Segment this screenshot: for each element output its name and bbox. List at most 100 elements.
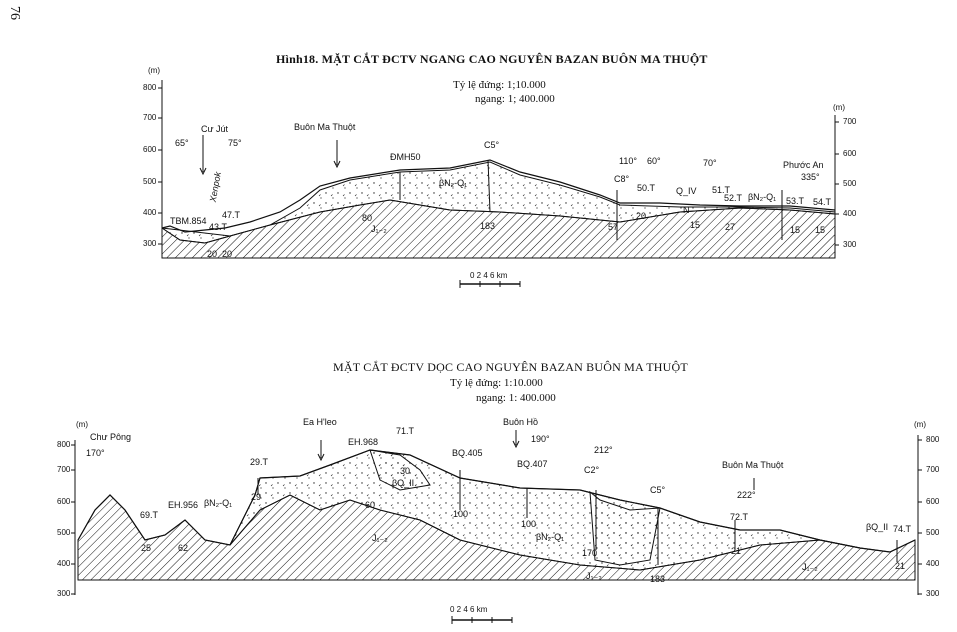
s1-left-tick: 500 <box>143 177 157 186</box>
s2-place-chu-pong: Chư Pông <box>90 432 132 442</box>
s1-label-20a: 20 <box>207 249 218 259</box>
s1-right-tick: 500 <box>843 179 857 188</box>
s1-right-tick: 700 <box>843 117 857 126</box>
s2-label-bq407: BQ.407 <box>517 459 548 469</box>
s2-dip-222: 222° <box>737 490 756 500</box>
section1-title: Hình18. MẶT CẮT ĐCTV NGANG CAO NGUYÊN BA… <box>276 52 708 66</box>
s1-label-51t: 51.T <box>712 185 731 195</box>
s1-label-15c: 15 <box>815 225 826 235</box>
s2-label-j12: J₁₋₂ <box>372 533 388 543</box>
s2-label-c5: C5° <box>650 485 666 495</box>
s1-dip-60: 60° <box>647 156 661 166</box>
s2-left-tick: 600 <box>57 497 71 506</box>
s2-label-c2: C2° <box>584 465 600 475</box>
s1-label-47t: 47.T <box>222 210 241 220</box>
s1-label-183: 183 <box>480 221 496 231</box>
s2-label-183: 183 <box>650 574 666 584</box>
s2-label-100b: 100 <box>521 519 537 529</box>
s2-right-tick: 300 <box>926 589 940 598</box>
s2-place-buon-ho: Buôn Hồ <box>503 417 539 427</box>
s2-label-eh956: EH.956 <box>168 500 199 510</box>
s1-label-43t: 43.T <box>209 222 228 232</box>
s1-right-tick: 300 <box>843 240 857 249</box>
s2-label-60: 60 <box>365 500 376 510</box>
s2-label-bq2: βQ_II <box>392 478 415 488</box>
section1-scale-vertical: Tỷ lệ đứng: 1;10.000 <box>453 79 546 91</box>
s2-place-bmt: Buôn Ma Thuột <box>722 460 784 470</box>
s2-label-j12b: J₁₋₂ <box>586 571 602 581</box>
section2-diagram <box>71 430 922 624</box>
s2-left-tick: 800 <box>57 440 71 449</box>
s2-dip-212: 212° <box>594 445 613 455</box>
s1-unit-left: (m) <box>148 66 160 75</box>
s2-dip-190: 190° <box>531 434 550 444</box>
s2-label-72t: 72.T <box>730 512 749 522</box>
section2-scale-horizontal: ngang: 1: 400.000 <box>476 392 556 404</box>
s2-label-21b: 21 <box>895 561 906 571</box>
s1-label-20c: 20 <box>636 211 647 221</box>
s1-place-bmt: Buôn Ma Thuột <box>294 122 356 132</box>
s1-label-80: 80 <box>362 213 373 223</box>
s2-label-71t: 71.T <box>396 426 415 436</box>
s2-label-bq405: BQ.405 <box>452 448 483 458</box>
s2-left-tick: 500 <box>57 528 71 537</box>
s1-unit-right: (m) <box>833 103 845 112</box>
s1-label-57: 57 <box>608 222 619 232</box>
s1-left-tick: 300 <box>143 239 157 248</box>
s1-left-tick: 600 <box>143 145 157 154</box>
s2-label-170: 170 <box>582 548 598 558</box>
s2-label-69t: 69.T <box>140 510 159 520</box>
s1-right-tick: 600 <box>843 149 857 158</box>
s1-dip-335: 335° <box>801 172 820 182</box>
s1-left-tick: 800 <box>143 83 157 92</box>
s1-label-50t: 50.T <box>637 183 656 193</box>
s2-right-tick: 400 <box>926 559 940 568</box>
s1-label-52t: 52.T <box>724 193 743 203</box>
s2-label-25: 25 <box>141 543 152 553</box>
s2-label-21: 21 <box>731 546 742 556</box>
s2-right-tick: 800 <box>926 435 940 444</box>
s1-label-53t: 53.T <box>786 196 805 206</box>
s2-left-tick: 400 <box>57 559 71 568</box>
s1-dip-110: 110° <box>619 156 637 166</box>
s1-label-basalt-2: βN₂-Q₁ <box>748 192 777 202</box>
s1-dip-75: 75° <box>228 138 242 148</box>
section2-scale-vertical: Tỷ lệ đứng: 1:10.000 <box>450 377 543 389</box>
s2-place-ea-hleo: Ea H'leo <box>303 417 337 427</box>
s1-label-27: 27 <box>725 222 736 232</box>
s1-label-basalt: βN₂-Q₁ <box>439 178 468 188</box>
section1-diagram <box>158 80 839 288</box>
s1-label-j: J₁₋₂ <box>371 224 387 234</box>
s1-dip-70: 70° <box>703 158 717 168</box>
s2-label-basalt-2: βN₂-Q₁ <box>536 532 565 542</box>
s1-dip-65: 65° <box>175 138 189 148</box>
s2-right-tick: 700 <box>926 465 940 474</box>
s1-right-tick: 400 <box>843 209 857 218</box>
s1-label-15b: 15 <box>790 225 801 235</box>
s2-label-29t: 29.T <box>250 457 269 467</box>
s2-label-eh968: EH.968 <box>348 437 379 447</box>
s2-label-30: 30 <box>400 466 411 476</box>
s2-label-74t: 74.T <box>893 524 912 534</box>
s2-label-j12c: J₁₋₂ <box>802 562 818 572</box>
s2-unit-right: (m) <box>914 420 926 429</box>
s1-label-dmh: ĐMH50 <box>390 152 421 162</box>
section2-title: MẶT CẮT ĐCTV DỌC CAO NGUYÊN BAZAN BUÔN M… <box>333 360 688 374</box>
s2-unit-left: (m) <box>76 420 88 429</box>
s1-label-c8: C8° <box>614 174 630 184</box>
s1-label-n: N <box>683 205 690 215</box>
s2-right-tick: 500 <box>926 528 940 537</box>
s1-label-15a: 15 <box>690 220 701 230</box>
s2-right-tick: 600 <box>926 497 940 506</box>
s2-label-basalt: βN₂-Q₁ <box>204 498 233 508</box>
s1-left-tick: 700 <box>143 113 157 122</box>
s2-label-29: 29 <box>251 492 262 502</box>
s1-place-phuoc-an: Phước An <box>783 160 824 170</box>
s1-label-qiv: Q_IV <box>676 186 697 196</box>
s1-label-20b: 20 <box>222 249 233 259</box>
s2-label-100a: 100 <box>453 509 469 519</box>
s1-label-54t: 54.T <box>813 197 832 207</box>
s1-place-cu-jut: Cư Jút <box>201 124 229 134</box>
s2-left-tick: 700 <box>57 465 71 474</box>
